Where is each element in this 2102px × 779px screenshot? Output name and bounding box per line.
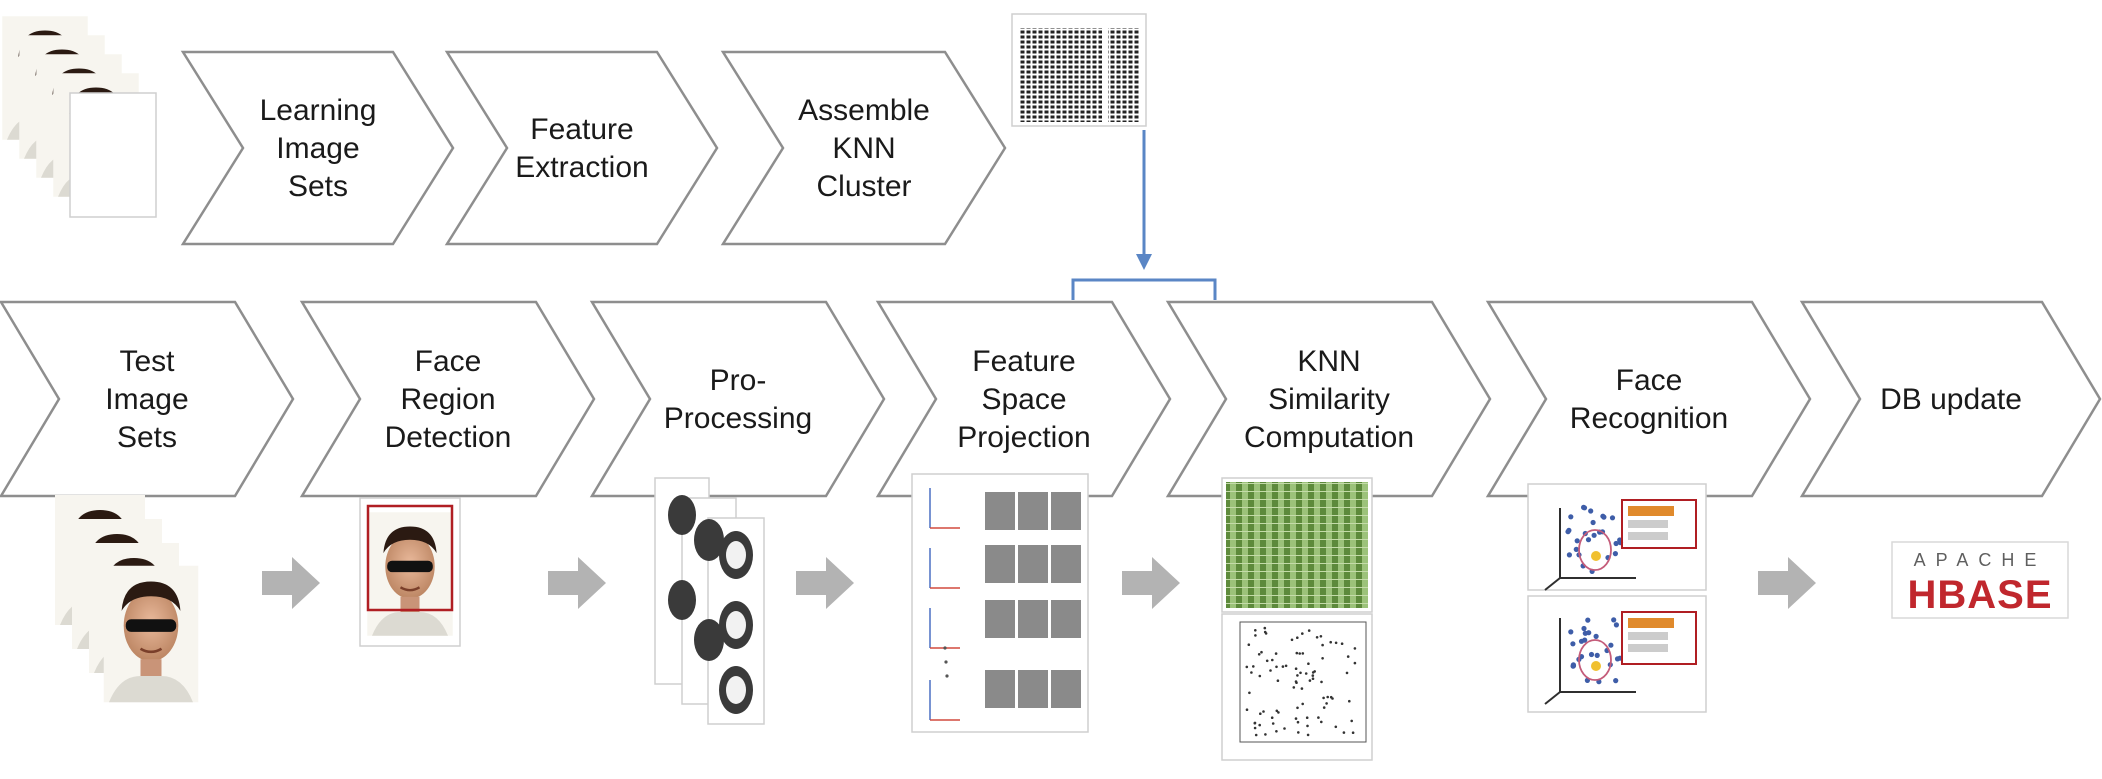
- svg-text:APACHE: APACHE: [1914, 550, 2047, 570]
- face-detection-icon: [359, 497, 461, 647]
- chevron-face-recognition: [1485, 300, 1812, 498]
- chevron-pro-processing: [589, 300, 886, 498]
- feature-space-icon: [911, 473, 1089, 733]
- chevron-feature-extraction: [444, 50, 719, 246]
- face-crops-icon: [654, 477, 765, 725]
- gray-arrow-icon: [1758, 557, 1816, 609]
- chevron-knn-similarity-computation: [1165, 300, 1492, 498]
- gray-arrow-icon: [548, 557, 606, 609]
- svg-text:HBASE: HBASE: [1907, 573, 2052, 617]
- chevron-learning-image-sets: [180, 50, 455, 246]
- hbase-logo-icon: APACHE HBASE: [1891, 541, 2069, 619]
- data-matrix-icon: [1011, 13, 1147, 127]
- gray-arrow-icon: [262, 557, 320, 609]
- face-photo-stack-icon: [1, 15, 157, 218]
- label-pro-processing: Pro-Processing: [664, 364, 812, 435]
- chevron-assemble-knn-cluster: [720, 50, 1007, 246]
- chevron-face-region-detection: [299, 300, 596, 498]
- gray-arrows-layer: [262, 557, 1816, 609]
- gray-arrow-icon: [796, 557, 854, 609]
- gray-arrow-icon: [1122, 557, 1180, 609]
- chevron-db-update: [1799, 300, 2102, 498]
- chevron-test-image-sets: [0, 300, 295, 498]
- scatter-plot-icon: [1221, 613, 1373, 761]
- recognition-result-icon: [1527, 483, 1707, 713]
- chevrons-layer: [0, 50, 2102, 498]
- label-db-update: DB update: [1880, 383, 2022, 416]
- flow-connector: [1071, 130, 1217, 300]
- chevron-feature-space-projection: [875, 300, 1172, 498]
- face-photo-stack-icon: [53, 493, 200, 704]
- similarity-matrix-icon: [1221, 477, 1373, 613]
